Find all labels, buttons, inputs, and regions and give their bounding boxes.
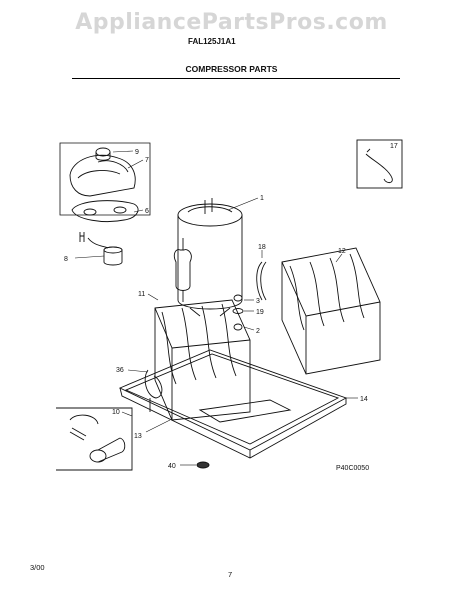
callout-8: 8	[64, 256, 68, 263]
watermark: AppliancePartsPros.com	[75, 10, 388, 35]
page-title: COMPRESSOR PARTS	[185, 64, 278, 74]
page-number: 7	[228, 570, 233, 579]
callout-7: 7	[145, 157, 149, 164]
callout-6: 6	[145, 208, 149, 215]
model-number: FAL125J1A1	[188, 37, 236, 46]
tube-18	[256, 261, 267, 301]
callout-3: 3	[256, 298, 260, 305]
title-rule	[72, 78, 400, 79]
diagram-reference-code: P40C0050	[336, 465, 370, 472]
callout-9: 9	[135, 149, 139, 156]
callout-14: 14	[360, 396, 368, 403]
cover-assembly-inset	[59, 142, 151, 266]
footer-date: 3/00	[30, 563, 45, 572]
callout-11: 11	[138, 291, 145, 298]
callout-1: 1	[260, 195, 264, 202]
callout-19: 19	[256, 309, 264, 316]
leader-lines	[74, 150, 358, 466]
callout-10: 10	[112, 409, 120, 416]
callout-12: 12	[338, 248, 346, 255]
condenser-coil	[281, 247, 381, 375]
grommet-40	[196, 461, 210, 469]
compressor	[173, 198, 243, 317]
capacitor-inset	[56, 407, 133, 471]
tube-36	[144, 369, 163, 412]
callout-17: 17	[390, 143, 398, 150]
callout-40: 40	[168, 463, 176, 470]
part-17-inset	[356, 139, 403, 189]
evaporator-coil	[154, 299, 251, 421]
callout-2: 2	[256, 328, 260, 335]
callout-13: 13	[134, 433, 142, 440]
callout-18: 18	[258, 244, 266, 251]
callout-36: 36	[116, 367, 124, 374]
